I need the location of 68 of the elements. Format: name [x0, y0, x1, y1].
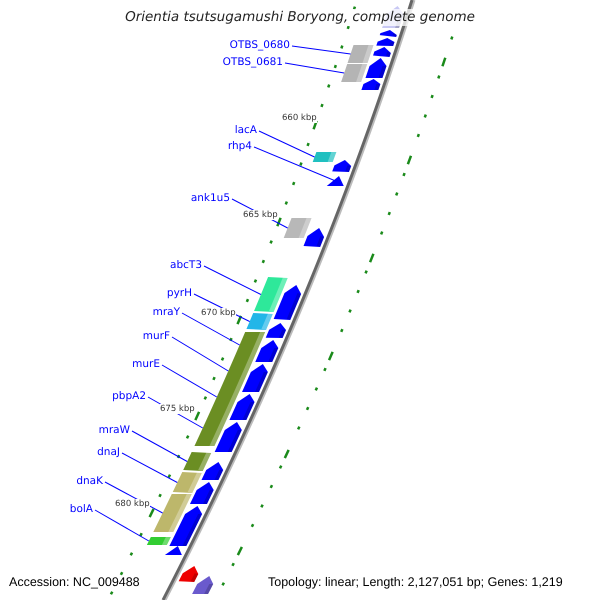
- leader-line: [172, 336, 229, 372]
- gene-block: [376, 38, 394, 46]
- scale-label: 670 kbp: [201, 308, 236, 318]
- gene-label: rhp4: [228, 140, 252, 152]
- title: Orientia tsutsugamushi Boryong, complete genome: [123, 9, 477, 26]
- gene-block: [266, 323, 286, 338]
- gene-block: [284, 218, 312, 238]
- leader-line: [182, 312, 240, 346]
- gene-block: [169, 506, 202, 546]
- gene-block: [255, 340, 278, 362]
- gene-block: [214, 422, 242, 452]
- scale-label: 660 kbp: [282, 113, 317, 123]
- gene-block: [222, 358, 254, 384]
- gene-block: [341, 64, 368, 82]
- gene-label: murF: [142, 330, 170, 342]
- gene-block: [312, 152, 336, 162]
- gene-label: dnaJ: [97, 446, 120, 458]
- gene-block: [304, 228, 324, 247]
- gene-block: [153, 494, 192, 532]
- gene-block: [192, 576, 214, 594]
- gene-block: [190, 482, 214, 504]
- gene-label: pyrH: [166, 287, 192, 299]
- scale-label: 675 kbp: [160, 404, 195, 414]
- gene-block: [274, 285, 302, 320]
- gene-block: [229, 394, 255, 420]
- gene-block: [172, 472, 202, 493]
- gene-block: [365, 58, 387, 78]
- gene-block: [361, 79, 380, 90]
- gene-block: [373, 47, 391, 57]
- gene-label: OTBS_0681: [222, 56, 283, 68]
- gene-block: [183, 452, 212, 471]
- gene-label: bolA: [70, 503, 93, 515]
- gene-block: [178, 566, 198, 582]
- gene-block: [234, 332, 266, 358]
- gene-block: [332, 160, 352, 172]
- gene-block: [246, 313, 273, 330]
- gene-label: dnaK: [76, 475, 103, 487]
- gene-label: OTBS_0680: [230, 39, 290, 51]
- leader-line: [258, 130, 316, 158]
- gene-label: mraW: [98, 424, 130, 436]
- leader-line: [132, 430, 188, 462]
- gene-block: [146, 537, 171, 545]
- gene-label: ank1u5: [190, 192, 230, 204]
- gene-block: [326, 176, 344, 186]
- gene-label: lacA: [234, 124, 257, 136]
- gene-block: [242, 364, 268, 392]
- gene-label: mraY: [152, 306, 180, 318]
- gene-block: [348, 45, 374, 63]
- leader-line: [162, 364, 218, 398]
- gene-block: [210, 384, 243, 410]
- gene-block: [201, 462, 224, 480]
- leader-line: [254, 146, 336, 182]
- leader-line: [204, 266, 262, 295]
- gene-label: abcT3: [170, 259, 202, 271]
- leader-line: [292, 46, 352, 54]
- gene-block: [254, 277, 288, 312]
- leader-line: [284, 62, 345, 74]
- genome-info-text: Topology: linear; Length: 2,127,051 bp; Genes: 1,219: [268, 575, 563, 590]
- scale-label: 665 kbp: [243, 210, 278, 220]
- leader-line: [94, 510, 150, 542]
- gene-block: [164, 546, 182, 555]
- accession-text: Accession: NC_009488: [9, 575, 140, 590]
- gene-label: pbpA2: [112, 390, 146, 402]
- gene-block: [194, 410, 231, 446]
- gene-block: [380, 30, 397, 37]
- leader-line: [122, 452, 178, 483]
- scale-label: 680 kbp: [115, 499, 150, 509]
- gene-label: murE: [132, 358, 160, 370]
